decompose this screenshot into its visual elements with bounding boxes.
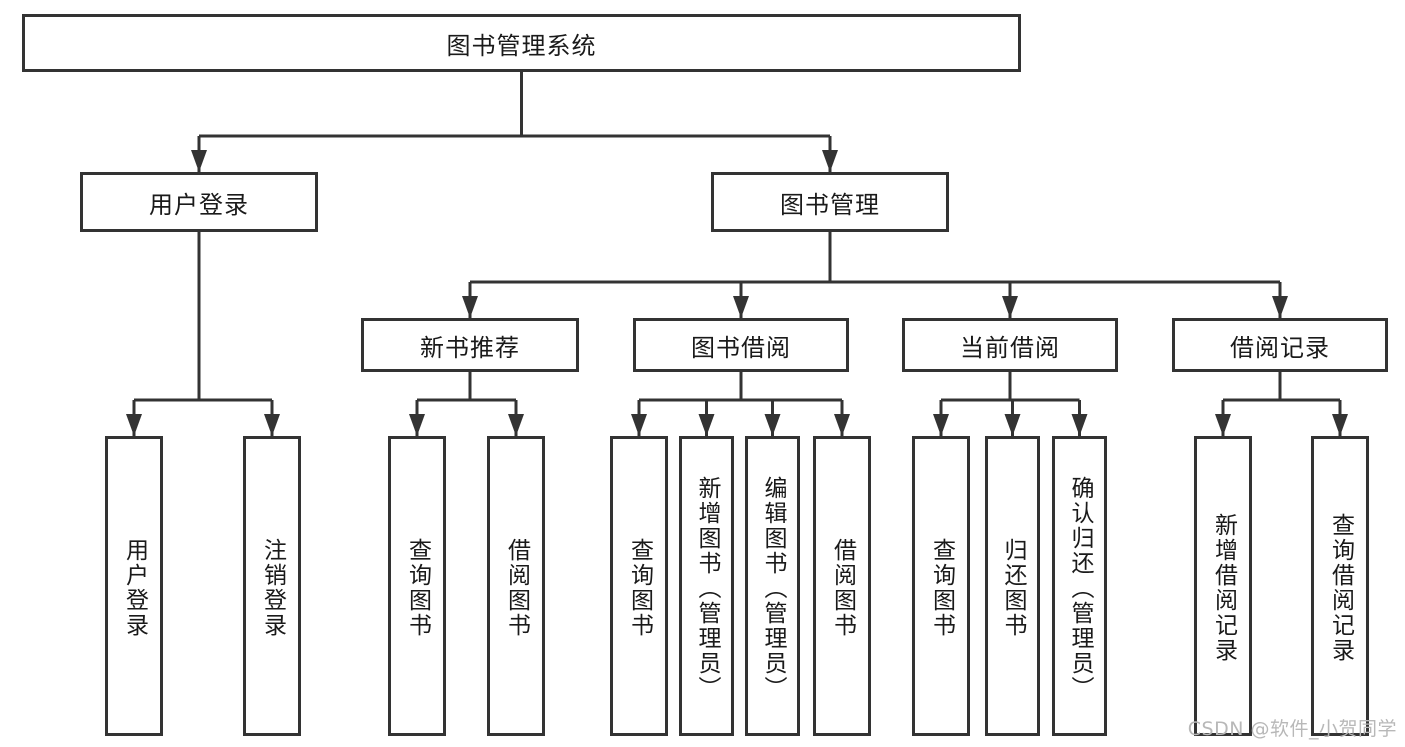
arrow-head-icon <box>1332 414 1348 436</box>
node-box-new-book-recommend <box>361 318 579 372</box>
node-box-root <box>22 14 1021 72</box>
arrow-head-icon <box>126 414 142 436</box>
arrow-head-icon <box>191 150 207 172</box>
node-box-book-borrow <box>633 318 849 372</box>
node-box-leaf-user-login <box>105 436 163 736</box>
arrow-head-icon <box>1215 414 1231 436</box>
arrow-head-icon <box>1004 414 1021 436</box>
node-box-leaf-return-book <box>985 436 1040 736</box>
node-box-leaf-logout-login <box>243 436 301 736</box>
node-box-leaf-borrow-book <box>813 436 871 736</box>
node-box-leaf-add-borrow-record <box>1194 436 1252 736</box>
node-boxes-layer <box>22 14 1388 736</box>
arrow-head-icon <box>822 150 838 172</box>
arrow-head-icon <box>1071 414 1088 436</box>
connector-lines-layer <box>126 72 1348 436</box>
arrow-head-icon <box>409 414 425 436</box>
arrow-head-icon <box>933 414 949 436</box>
arrow-head-icon <box>631 414 647 436</box>
node-box-user-login <box>80 172 318 232</box>
node-box-borrow-record <box>1172 318 1388 372</box>
arrow-head-icon <box>764 414 781 436</box>
node-box-leaf-confirm-return-admin <box>1052 436 1107 736</box>
arrow-head-icon <box>1002 296 1018 318</box>
node-box-leaf-query-book-borrow <box>610 436 668 736</box>
node-box-current-borrow <box>902 318 1118 372</box>
node-box-leaf-add-book-admin <box>679 436 734 736</box>
arrow-head-icon <box>508 414 524 436</box>
node-box-leaf-query-book-recommend <box>388 436 446 736</box>
arrow-head-icon <box>264 414 280 436</box>
arrow-head-icon <box>834 414 850 436</box>
node-box-leaf-borrow-book-recommend <box>487 436 545 736</box>
arrow-head-icon <box>1272 296 1288 318</box>
arrow-head-icon <box>462 296 478 318</box>
node-box-leaf-edit-book-admin <box>745 436 800 736</box>
arrow-head-icon <box>698 414 715 436</box>
node-box-leaf-query-book-current <box>912 436 970 736</box>
node-box-leaf-query-borrow-record <box>1311 436 1369 736</box>
node-box-book-management <box>711 172 949 232</box>
arrow-head-icon <box>733 296 749 318</box>
